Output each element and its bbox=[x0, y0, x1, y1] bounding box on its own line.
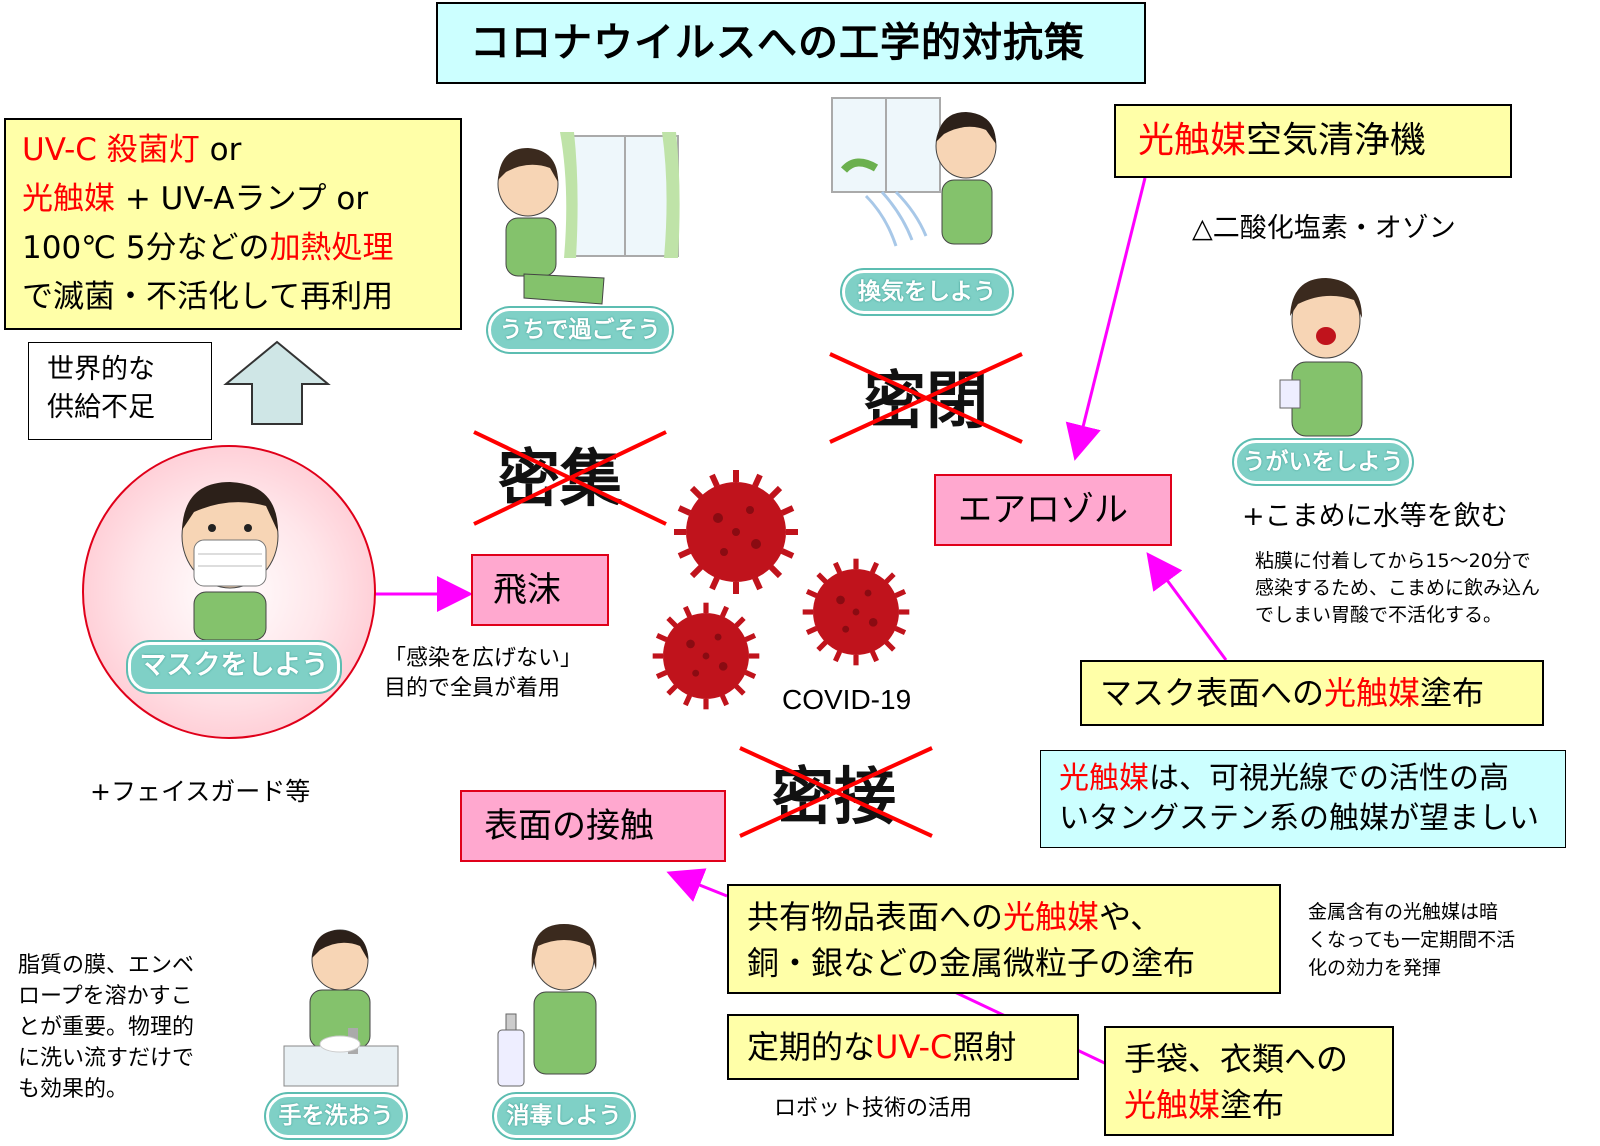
gloves-line2: 塗布 bbox=[1220, 1086, 1285, 1124]
heat-text: 100℃ 5分などの bbox=[22, 230, 270, 266]
lipid-line1: 脂質の膜、エンベ bbox=[18, 953, 195, 978]
arrow-maskcoat-to-aerosol bbox=[1146, 552, 1228, 661]
badge-mask: マスクをしよう bbox=[128, 642, 340, 692]
mask-person-illustration bbox=[181, 482, 279, 640]
arrow-purifier-to-aerosol bbox=[1065, 177, 1147, 461]
virus-label: COVID-19 bbox=[782, 684, 912, 715]
up-arrow-icon bbox=[223, 340, 331, 425]
aerosol-box: エアロゾル bbox=[934, 474, 1172, 546]
title-box bbox=[436, 2, 1146, 84]
uvc-periodic-uvc: UV-C bbox=[875, 1028, 953, 1066]
tungsten-line1: は、可視光線での活性の高 bbox=[1149, 761, 1509, 796]
lipid-line2: ロープを溶かすこ bbox=[18, 984, 193, 1009]
stay-home-illustration bbox=[497, 132, 680, 305]
uvc-periodic-box: 定期的なUV-C照射 bbox=[727, 1014, 1079, 1080]
sterilize-reuse-text: で滅菌・不活化して再利用 bbox=[22, 279, 394, 315]
uv-or-text: or bbox=[199, 132, 242, 168]
photocatalyst-text: 光触媒 bbox=[22, 181, 115, 217]
mask-note-line1: 「感染を広げない」 bbox=[384, 646, 583, 671]
uvc-lamp-text: UV-C 殺菌灯 bbox=[22, 132, 200, 168]
uvc-periodic-a: 定期的な bbox=[747, 1028, 876, 1066]
lipid-line5: も効果的。 bbox=[18, 1077, 129, 1102]
mask-coating-box: マスク表面への光触媒塗布 bbox=[1080, 660, 1544, 726]
crowd-kanji: 密集 bbox=[498, 442, 623, 515]
robot-note: ロボット技術の活用 bbox=[774, 1096, 973, 1121]
contact-kanji: 密接 bbox=[772, 760, 897, 833]
shared-coating-box: 共有物品表面への光触媒や、 銅・銀などの金属微粒子の塗布 bbox=[727, 884, 1281, 994]
water-note: +こまめに水等を飲む bbox=[1242, 501, 1508, 532]
metal-line1: 金属含有の光触媒は暗 bbox=[1308, 901, 1499, 923]
badge-ventilate: 換気をしよう bbox=[842, 270, 1012, 314]
air-purifier-box: 光触媒空気清浄機 bbox=[1114, 104, 1512, 178]
ventilate-illustration bbox=[831, 97, 997, 247]
heat-process-text: 加熱処理 bbox=[269, 230, 394, 266]
badge-disinfect: 消毒しよう bbox=[494, 1094, 634, 1138]
supply-line2: 供給不足 bbox=[47, 392, 155, 423]
page-title: コロナウイルスへの工学的対抗策 bbox=[470, 19, 1085, 66]
metal-note: 金属含有の光触媒は暗 くなっても一定期間不活 化の効力を発揮 bbox=[1308, 898, 1515, 982]
uv-reuse-box: UV-C 殺菌灯 or 光触媒 + UV-Aランプ or 100℃ 5分などの加… bbox=[4, 118, 462, 330]
air-purifier-note: △二酸化塩素・オゾン bbox=[1192, 213, 1456, 244]
disinfect-illustration bbox=[497, 924, 597, 1087]
supply-shortage-box: 世界的な 供給不足 bbox=[28, 342, 212, 440]
shared-line2: 銅・銀などの金属微粒子の塗布 bbox=[747, 944, 1196, 982]
air-purifier-photocatalyst: 光触媒 bbox=[1138, 120, 1247, 161]
droplet-box: 飛沫 bbox=[471, 554, 609, 626]
mucosa-line3: でしまい胃酸で不活化する。 bbox=[1255, 604, 1503, 626]
shared-photocatalyst: 光触媒 bbox=[1003, 898, 1100, 936]
mucosa-line2: 感染するため、こまめに飲み込ん bbox=[1255, 577, 1541, 599]
closed-kanji: 密閉 bbox=[864, 364, 989, 437]
virus-icon-3 bbox=[653, 603, 760, 710]
virus-icon-1 bbox=[674, 470, 798, 594]
uvc-periodic-b: 照射 bbox=[952, 1028, 1017, 1066]
badge-wash: 手を洗おう bbox=[266, 1094, 406, 1138]
shared-line1-a: 共有物品表面への bbox=[747, 898, 1004, 936]
handwash-illustration bbox=[283, 929, 399, 1087]
tungsten-photocatalyst: 光触媒 bbox=[1059, 761, 1149, 796]
surface-contact-box: 表面の接触 bbox=[460, 790, 726, 862]
arrow-shared-to-surface bbox=[666, 868, 728, 902]
mask-note-line2: 目的で全員が着用 bbox=[384, 676, 561, 701]
metal-line3: 化の効力を発揮 bbox=[1308, 957, 1442, 979]
mucosa-note: 粘膜に付着してから15～20分で 感染するため、こまめに飲み込ん でしまい胃酸で… bbox=[1255, 548, 1540, 629]
mask-coating-photocatalyst: 光触媒 bbox=[1324, 674, 1421, 712]
mask-purpose-note: 「感染を広げない」 目的で全員が着用 bbox=[384, 644, 582, 704]
gargle-illustration bbox=[1279, 278, 1363, 437]
gloves-photocatalyst: 光触媒 bbox=[1124, 1086, 1221, 1124]
mucosa-line1: 粘膜に付着してから15～20分で bbox=[1255, 550, 1531, 572]
tungsten-line2: いタングステン系の触媒が望ましい bbox=[1059, 801, 1539, 836]
shared-line1-b: や、 bbox=[1099, 898, 1163, 936]
lipid-line3: とが重要。物理的 bbox=[18, 1015, 195, 1040]
gloves-box: 手袋、衣類への 光触媒塗布 bbox=[1104, 1026, 1394, 1136]
mask-coating-text-b: 塗布 bbox=[1420, 674, 1485, 712]
lipid-line4: に洗い流すだけで bbox=[18, 1046, 195, 1071]
faceguard-note: +フェイスガード等 bbox=[90, 777, 311, 806]
badge-gargle: うがいをしよう bbox=[1234, 440, 1412, 484]
metal-line2: くなっても一定期間不活 bbox=[1308, 929, 1516, 951]
lipid-note: 脂質の膜、エンベ ロープを溶かすこ とが重要。物理的 に洗い流すだけで も効果的… bbox=[18, 950, 194, 1105]
uva-lamp-text: + UV-Aランプ or bbox=[115, 181, 369, 217]
gloves-line1: 手袋、衣類への bbox=[1124, 1040, 1349, 1078]
mask-coating-text-a: マスク表面への bbox=[1100, 674, 1325, 712]
tungsten-box: 光触媒は、可視光線での活性の高 いタングステン系の触媒が望ましい bbox=[1040, 750, 1566, 848]
supply-line1: 世界的な bbox=[47, 354, 155, 385]
virus-icon-2 bbox=[803, 559, 910, 666]
badge-stay-home: うちで過ごそう bbox=[488, 308, 672, 352]
air-purifier-label: 空気清浄機 bbox=[1246, 120, 1427, 161]
